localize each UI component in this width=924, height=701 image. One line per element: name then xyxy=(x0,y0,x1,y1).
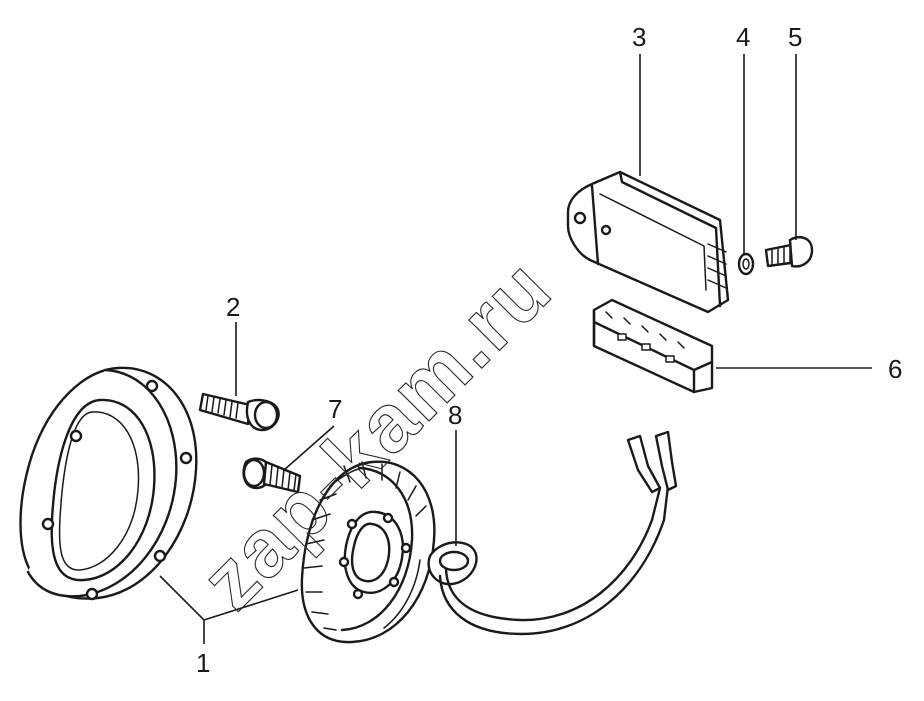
callout-3: 3 xyxy=(632,22,646,52)
leader-lines xyxy=(159,54,872,644)
callout-4: 4 xyxy=(736,22,750,52)
callout-5: 5 xyxy=(788,22,802,52)
washer xyxy=(737,252,755,276)
rotor-ring xyxy=(19,366,198,601)
screw xyxy=(764,236,814,268)
callout-8: 8 xyxy=(448,400,462,430)
callout-1: 1 xyxy=(196,648,210,678)
stator-assembly xyxy=(300,430,678,644)
cap-screw-lower xyxy=(242,457,302,494)
connector-block xyxy=(592,298,714,394)
callout-labels: 1 2 3 4 5 6 7 8 xyxy=(196,22,902,678)
callout-2: 2 xyxy=(226,292,240,322)
voltage-regulator xyxy=(566,170,730,314)
callout-6: 6 xyxy=(888,354,902,384)
cap-screw-upper xyxy=(198,392,280,432)
callout-7: 7 xyxy=(328,394,342,424)
